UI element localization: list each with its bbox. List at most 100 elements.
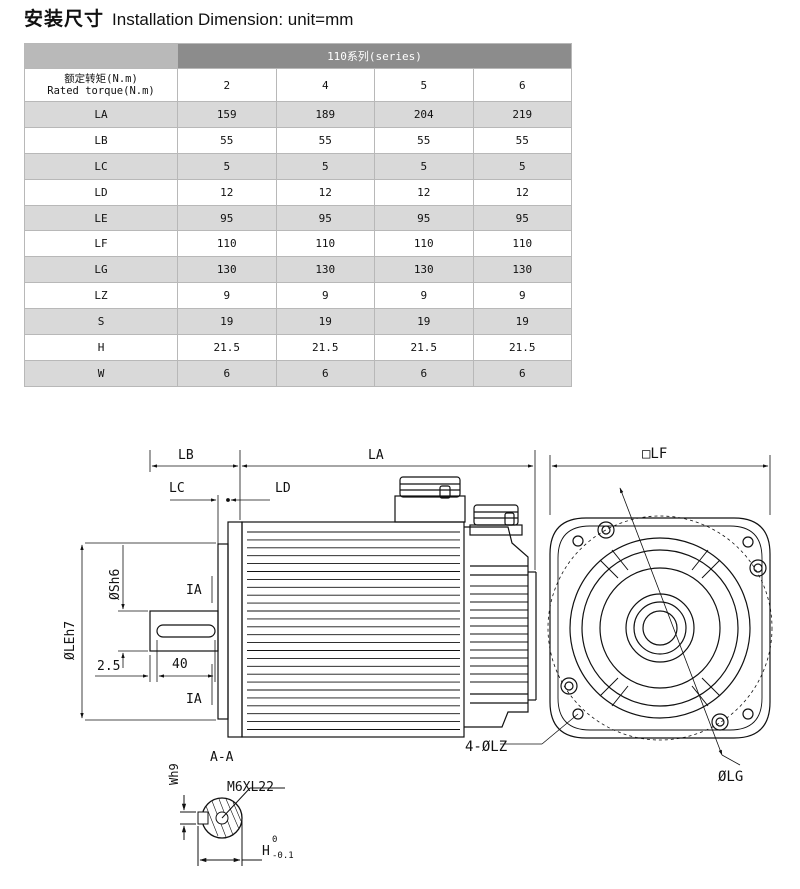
series-header-blank [24,43,178,69]
dimension-value-cell: 130 [472,256,572,284]
shaft-key [156,624,216,638]
label-lf: □LF [642,446,667,462]
dimension-value-cell: 12 [275,178,375,206]
front-dimensions [500,455,771,766]
dimension-value-cell: 110 [275,230,375,258]
label-lg: ØLG [718,769,743,785]
dimension-table: 110系列(series) 额定转矩(N.m) Rated torque(N.m… [24,43,572,387]
mounting-holes [560,521,767,731]
dimension-value-cell: 12 [472,178,572,206]
label-lb: LB [178,448,194,463]
dimension-value-cell: 5 [275,152,375,180]
dimension-value-cell: 95 [472,204,572,232]
label-h: H [262,844,270,859]
section-mark-top: IA [186,583,202,598]
torque-header-row: 额定转矩(N.m) Rated torque(N.m) 2 4 5 6 [24,68,572,102]
label-h-lower: -0.1 [272,851,294,861]
torque-header-cell: 5 [374,68,474,102]
side-dimensions [80,450,536,721]
dimension-name-cell: LF [24,230,178,258]
section-mark-bottom: IA [186,692,202,707]
dimension-value-cell: 130 [177,256,277,284]
power-connector [394,495,466,523]
dimension-value-cell: 55 [275,126,375,154]
flange-square [549,517,771,739]
dimension-value-cell: 6 [472,359,572,387]
dimension-value-cell: 130 [275,256,375,284]
dimension-value-cell: 95 [374,204,474,232]
dimension-name-cell: W [24,359,178,387]
title-zh: 安装尺寸 [24,8,105,30]
shaft [149,610,219,652]
flange [227,521,243,738]
series-header: 110系列(series) [177,43,572,69]
label-la: LA [368,448,384,463]
dimension-value-cell: 110 [374,230,474,258]
series-header-row: 110系列(series) [24,43,572,69]
dimension-value-cell: 110 [177,230,277,258]
dimension-value-cell: 5 [374,152,474,180]
flange-front [217,543,229,720]
torque-label-en: Rated torque(N.m) [47,85,155,97]
dimension-name-cell: LG [24,256,178,284]
dimension-value-cell: 19 [472,308,572,336]
dimension-value-cell: 21.5 [374,334,474,361]
dimension-value-cell: 95 [275,204,375,232]
label-lz: 4-ØLZ [465,739,507,755]
dimension-value-cell: 6 [177,359,277,387]
cooling-fins [247,531,460,730]
label-leh7: ØLEh7 [63,621,78,660]
dimension-value-cell: 6 [275,359,375,387]
dimension-value-cell: 12 [177,178,277,206]
dimension-value-cell: 55 [177,126,277,154]
label-sh6: ØSh6 [108,569,123,600]
dimension-name-cell: LZ [24,282,178,310]
torque-header-label: 额定转矩(N.m) Rated torque(N.m) [24,68,178,102]
dimension-name-cell: LB [24,126,178,154]
torque-label-zh: 额定转矩(N.m) [64,73,138,85]
torque-header-cell: 2 [177,68,277,102]
torque-header-cell: 4 [275,68,375,102]
section-label: A-A [210,750,234,765]
dimension-value-cell: 21.5 [177,334,277,361]
dimension-name-cell: LE [24,204,178,232]
page-title: 安装尺寸 Installation Dimension: unit=mm [24,4,353,34]
label-2-5: 2.5 [97,659,120,674]
rear-fins [470,585,528,683]
dimension-name-cell: H [24,334,178,361]
dimension-value-cell: 12 [374,178,474,206]
dimension-value-cell: 189 [275,101,375,128]
torque-header-cell: 6 [472,68,572,102]
dimension-value-cell: 5 [472,152,572,180]
label-h-upper: 0 [272,835,277,845]
title-en: Installation Dimension: unit=mm [112,10,354,29]
dimension-value-cell: 21.5 [275,334,375,361]
encoder-housing [464,526,529,728]
label-wh9: Wh9 [167,763,181,785]
section-view [180,787,285,866]
motor-body [241,521,465,738]
dimension-value-cell: 19 [374,308,474,336]
label-40: 40 [172,657,188,672]
dimension-value-cell: 110 [472,230,572,258]
dimension-value-cell: 9 [374,282,474,310]
label-lc: LC [169,481,185,496]
motor-front-view [547,515,773,741]
dimension-value-cell: 219 [472,101,572,128]
dimension-name-cell: LC [24,152,178,180]
dimension-value-cell: 95 [177,204,277,232]
label-ld: LD [275,481,291,496]
